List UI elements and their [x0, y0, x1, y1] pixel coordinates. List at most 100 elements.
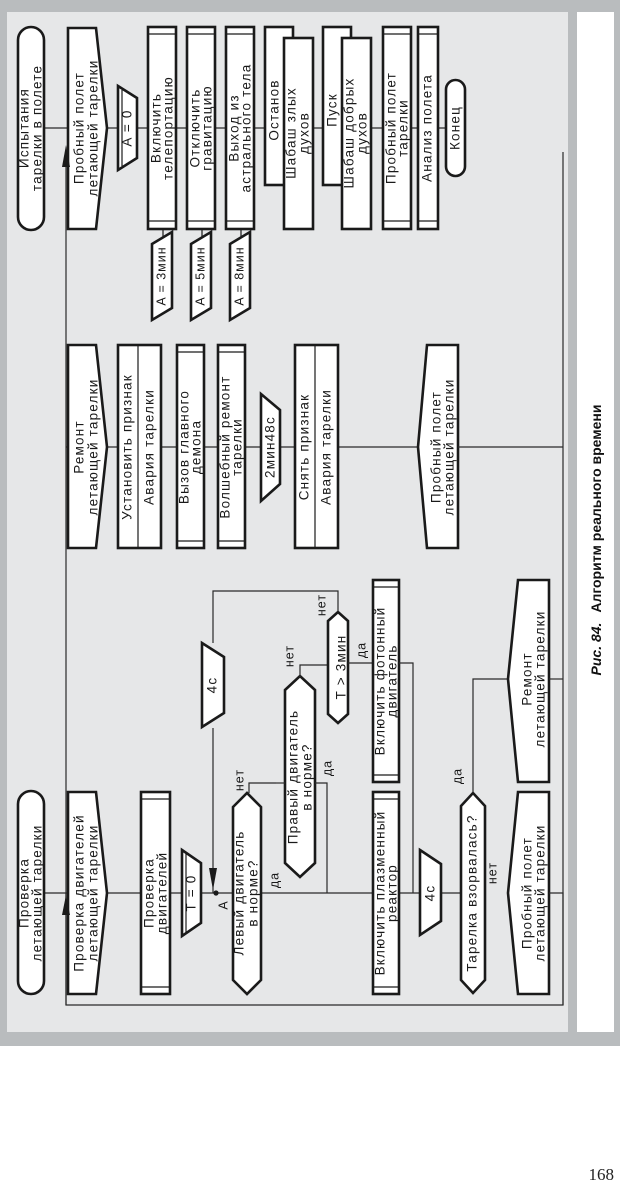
- pause-4c-label: 4c: [423, 885, 438, 902]
- subroutine-check-engines: [139, 790, 172, 996]
- figure-caption: Рис. 84. Алгоритм реального времени: [588, 405, 604, 676]
- goto-test-flight-line-1: Пробный полет: [429, 391, 444, 503]
- flag-set-block: [116, 343, 163, 550]
- caption-title: Алгоритм реального времени: [588, 405, 604, 613]
- flag-clear-block: [293, 343, 340, 550]
- flag-name-1: Авария тарелки: [142, 389, 157, 505]
- clear-flag-label: Снять признак: [297, 394, 312, 501]
- action-evil-line-1: Шабаш злых: [284, 87, 299, 179]
- q-time-yes-label: да: [354, 642, 368, 658]
- q-left-line-2: в норме?: [246, 859, 261, 926]
- plasma-line-2: реактор: [385, 864, 400, 922]
- timer-astral-label: A = 8мин: [232, 246, 246, 305]
- header-line-2: тарелки в полете: [30, 65, 45, 191]
- pause-4c-loop-label: 4c: [205, 677, 220, 694]
- parallel-start-label: Пуск: [325, 93, 340, 127]
- left-no-line: [248, 782, 276, 793]
- check-engines-line-1: Проверка: [142, 858, 157, 928]
- column-check: Проверка летающей тарелки Проверка двига…: [16, 578, 551, 996]
- subroutine-analysis: [416, 25, 440, 231]
- q-right-no-label: нет: [282, 645, 296, 667]
- branch-flight-test: [66, 26, 109, 231]
- arrow-up-icon: [62, 145, 70, 167]
- call-demon-line-2: демона: [189, 420, 204, 474]
- right-no-line: [299, 664, 334, 677]
- action-good-spirits: [340, 36, 373, 231]
- photon-join-line: [399, 662, 414, 893]
- q-right-yes-label: да: [320, 760, 334, 776]
- pause-2min48s: [259, 391, 282, 504]
- timer-teleport: [150, 229, 174, 323]
- branch-label-line-1: Пробный полет: [72, 72, 87, 184]
- action-evil-line-2: духов: [297, 112, 312, 154]
- branch-repair-line-2: летающей тарелки: [86, 379, 101, 516]
- column-repair: Ремонт летающей тарелки Установить призн…: [66, 343, 460, 550]
- action-good-line-2: духов: [355, 112, 370, 154]
- header-line-1: Испытания: [17, 88, 32, 168]
- action-astral: [224, 25, 256, 231]
- branch-repair: [66, 343, 109, 550]
- subroutine-test-flight-line-2: тарелки: [396, 99, 411, 157]
- subroutine-call-demon: [175, 343, 206, 550]
- q-left-yes-label: да: [267, 872, 281, 888]
- timer-label: A = 0: [120, 109, 135, 146]
- subroutine-test-flight-line-1: Пробный полет: [384, 72, 399, 184]
- action-astral-line-2: астрального тела: [239, 64, 254, 193]
- action-gravity: [185, 25, 217, 231]
- goto-repair-line-2: летающей тарелки: [533, 611, 548, 748]
- q-left-no-label: нет: [232, 769, 246, 791]
- subroutine-test-flight: [381, 25, 413, 231]
- q-time-no-label: нет: [314, 594, 328, 616]
- timer-gravity: [189, 229, 213, 323]
- action-plasma-reactor: [371, 790, 401, 996]
- right-yes-line: [315, 782, 328, 893]
- action-good-line-1: Шабаш добрых: [342, 78, 357, 189]
- arrow-down-icon: [209, 868, 217, 890]
- call-demon-line-1: Вызов главного: [177, 390, 192, 504]
- arrow-up-icon: [62, 895, 70, 915]
- point-A-label: A: [216, 900, 230, 909]
- action-teleport-line-1: Включить: [149, 93, 164, 163]
- photon-line-1: Включить фотонный: [373, 607, 388, 756]
- q-exploded-label: Тарелка взорвалась?: [465, 814, 480, 971]
- check-engines-line-2: двигателей: [155, 852, 170, 934]
- set-flag-label: Установить признак: [120, 374, 135, 520]
- goto-repair: [506, 578, 551, 784]
- goto-flight-line-1: Пробный полет: [520, 837, 535, 949]
- branch-label-line-2: летающей тарелки: [86, 60, 101, 197]
- page-number: 168: [588, 1165, 615, 1184]
- action-astral-line-1: Выход из: [227, 94, 242, 161]
- q-time-label: T > 3мин: [334, 635, 349, 700]
- question-left-engine-hex: [231, 791, 263, 996]
- goto-test-flight-line-2: летающей тарелки: [442, 379, 457, 516]
- goto-flight-line-2: летающей тарелки: [533, 825, 548, 962]
- subroutine-magic-repair: [216, 343, 247, 550]
- timer-T0-label: T = 0: [184, 875, 199, 912]
- header-oval-check: [16, 789, 46, 996]
- q-left-line-1: Левый двигатель: [232, 831, 247, 956]
- action-teleport-line-2: телепортацию: [161, 76, 176, 180]
- header-oval-flight-test: [16, 25, 46, 232]
- photon-line-2: двигатель: [385, 644, 400, 717]
- timer-set-T0: [180, 847, 203, 939]
- timer-astral: [228, 229, 252, 323]
- action-gravity-line-1: Отключить: [188, 88, 203, 167]
- parallel-stop-label: Останов: [267, 79, 282, 140]
- branch-engine-check-line-1: Проверка двигателей: [72, 814, 87, 971]
- plasma-line-1: Включить плазменный: [373, 811, 388, 976]
- q-exploded-no-label: нет: [485, 862, 499, 884]
- pause-4c: [418, 847, 443, 938]
- action-gravity-line-2: гравитацию: [200, 85, 215, 171]
- q-exploded-yes-label: да: [450, 768, 464, 784]
- goto-repair-line-1: Ремонт: [520, 652, 535, 706]
- header-check-line-1: Проверка: [17, 858, 32, 928]
- header-check-line-2: летающей тарелки: [30, 825, 45, 962]
- subroutine-analysis-label: Анализ полета: [420, 74, 435, 182]
- magic-repair-line-2: тарелки: [230, 418, 245, 476]
- q-right-line-1: Правый двигатель: [286, 710, 301, 845]
- exploded-yes-line: [472, 678, 508, 793]
- action-teleport: [146, 25, 178, 231]
- end-label: Конец: [448, 106, 463, 150]
- skewer-lines: [62, 145, 564, 1006]
- caption-number: Рис. 84.: [588, 623, 604, 676]
